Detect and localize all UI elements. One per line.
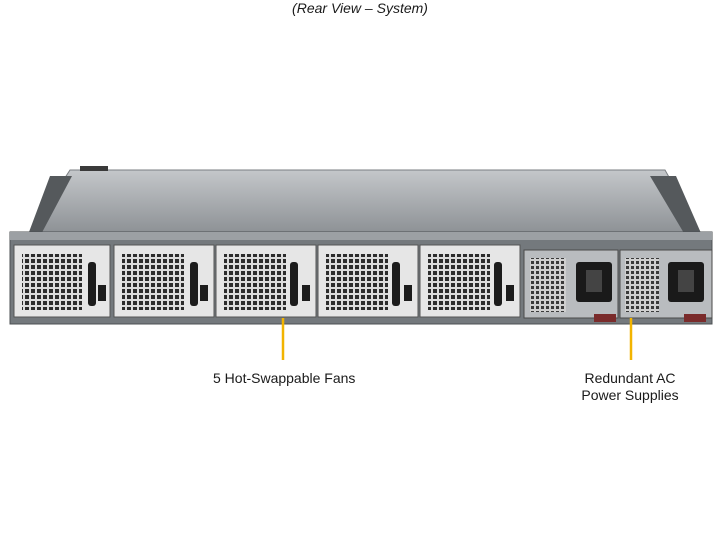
fan-module-3	[215, 244, 317, 318]
psu-callout-label: Redundant AC Power Supplies	[560, 370, 700, 404]
psu-release-tab	[594, 314, 616, 322]
fan-grille	[326, 254, 388, 310]
psu-callout-line2: Power Supplies	[581, 387, 679, 403]
fan-module-2	[113, 244, 215, 318]
chassis-latch	[80, 166, 108, 171]
fan-module-5	[419, 244, 521, 318]
power-supply-2	[619, 249, 713, 322]
psu-callout-line1: Redundant AC	[584, 370, 676, 386]
fan-grille	[224, 254, 286, 310]
psu-grille	[530, 258, 566, 312]
fan-module-4	[317, 244, 419, 318]
fan-handle	[88, 262, 96, 306]
fan-grille	[428, 254, 490, 310]
power-supply-1	[523, 249, 619, 322]
fan-grille	[122, 254, 184, 310]
fan-handle	[190, 262, 198, 306]
fans-callout-label: 5 Hot-Swappable Fans	[213, 370, 356, 386]
right-rail	[650, 176, 704, 240]
psu-grille	[625, 258, 659, 312]
psu-release-tab	[684, 314, 706, 322]
fan-module-1	[13, 244, 111, 318]
fan-handle	[290, 262, 298, 306]
left-rail	[26, 176, 72, 240]
chassis-top	[29, 169, 701, 233]
fan-grille	[22, 254, 82, 310]
fan-handle	[494, 262, 502, 306]
fan-handle	[392, 262, 400, 306]
figure-caption: (Rear View – System)	[292, 0, 428, 16]
